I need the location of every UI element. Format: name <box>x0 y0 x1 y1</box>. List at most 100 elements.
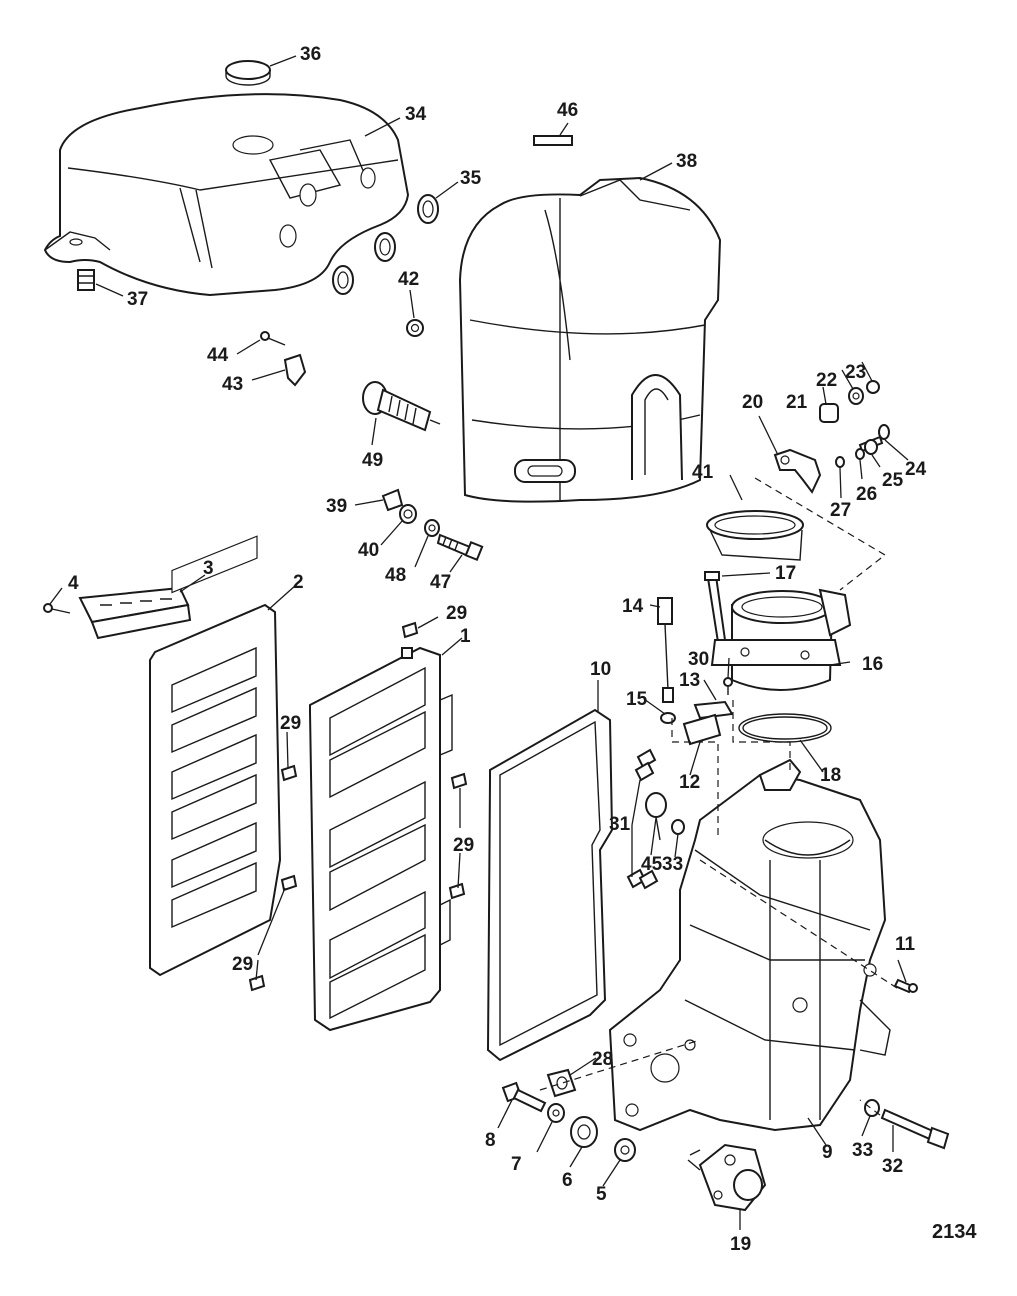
alignment-lines <box>539 477 901 1116</box>
callout-17: 17 <box>775 563 796 584</box>
callout-18: 18 <box>820 765 841 786</box>
part-45-clamp <box>645 792 667 841</box>
callout-1: 1 <box>460 626 471 647</box>
part-30-screw <box>723 677 733 695</box>
part-1-reed-housing <box>309 646 453 1032</box>
part-8-bolt <box>501 1081 547 1113</box>
part-29-fitting-d <box>280 874 298 892</box>
callout-12: 12 <box>679 772 700 793</box>
callout-13: 13 <box>679 670 700 691</box>
callout-47: 47 <box>430 572 451 593</box>
callout-21: 21 <box>786 392 808 413</box>
callout-48: 48 <box>385 565 406 586</box>
callout-39: 39 <box>326 496 347 517</box>
part-49-fitting <box>362 381 441 432</box>
callout-34: 34 <box>405 104 427 125</box>
callout-35: 35 <box>460 168 482 189</box>
part-13-bracket <box>693 700 734 720</box>
part-31-clips <box>626 748 659 890</box>
part-36-plug <box>225 60 271 86</box>
callout-labels: 36 34 46 38 35 42 37 44 43 49 23 22 21 2… <box>68 44 977 1255</box>
part-35-grommets <box>332 194 439 295</box>
part-19-actuator <box>687 1143 767 1212</box>
callout-36: 36 <box>300 44 321 65</box>
callout-29b: 29 <box>280 713 301 734</box>
leader-lines <box>49 55 909 1230</box>
callout-43: 43 <box>222 374 243 395</box>
part-2-gasket <box>149 535 282 977</box>
part-11-screw <box>893 978 918 994</box>
callout-19: 19 <box>730 1234 751 1255</box>
part-29-fitting-a <box>401 621 419 639</box>
part-5-bushing <box>614 1138 636 1162</box>
part-43-clip <box>283 353 307 387</box>
callout-23: 23 <box>845 362 866 383</box>
part-29-fitting-e <box>448 882 466 900</box>
part-33-washer-upper <box>671 819 685 835</box>
part-17-screw <box>704 571 727 644</box>
callout-32: 32 <box>882 1156 903 1177</box>
callout-33b: 33 <box>852 1140 873 1161</box>
callout-33a: 33 <box>662 854 683 875</box>
part-14-sensor <box>657 597 674 703</box>
callout-15: 15 <box>626 689 648 710</box>
callout-31: 31 <box>609 814 631 835</box>
callout-37: 37 <box>127 289 148 310</box>
callout-3: 3 <box>203 558 214 579</box>
part-16-throttle-body <box>710 588 852 691</box>
part-28-clamp <box>546 1068 577 1098</box>
part-29-fitting-b <box>280 764 298 782</box>
part-10-gasket <box>486 708 614 1062</box>
callout-29c: 29 <box>453 835 474 856</box>
callout-28: 28 <box>592 1049 613 1070</box>
part-37-grommet <box>77 269 95 291</box>
part-9-housing <box>608 758 891 1132</box>
part-46-label <box>533 135 573 146</box>
part-15-o-ring <box>660 712 676 724</box>
part-25-bushing <box>864 439 878 455</box>
callout-8: 8 <box>485 1130 496 1151</box>
callout-30: 30 <box>688 649 709 670</box>
callout-45: 45 <box>641 854 663 875</box>
part-20-lever <box>773 448 822 494</box>
callout-4: 4 <box>68 573 79 594</box>
part-33-washer-lower <box>864 1099 880 1117</box>
callout-46: 46 <box>557 100 578 121</box>
callout-2: 2 <box>293 572 304 593</box>
callout-29d: 29 <box>232 954 253 975</box>
callout-6: 6 <box>562 1170 573 1191</box>
callout-26: 26 <box>856 484 877 505</box>
part-12-connector <box>682 713 722 746</box>
part-42-nut <box>406 319 424 337</box>
callout-44: 44 <box>207 345 229 366</box>
part-26-washer <box>855 448 865 460</box>
callout-9: 9 <box>822 1142 833 1163</box>
callout-38: 38 <box>676 151 697 172</box>
part-4-screw <box>43 603 71 614</box>
part-3-reed-block <box>78 586 192 640</box>
figure-number: 2134 <box>932 1221 977 1243</box>
part-18-gasket <box>738 713 832 743</box>
callout-42: 42 <box>398 269 419 290</box>
callout-5: 5 <box>596 1184 607 1205</box>
callout-14: 14 <box>622 596 644 617</box>
part-32-bolt <box>880 1108 950 1150</box>
part-48-washer <box>424 519 440 537</box>
part-7-washer <box>547 1103 565 1123</box>
part-21-spacer <box>819 403 839 423</box>
part-40-grommet <box>399 504 417 524</box>
part-47-bolt <box>436 533 484 562</box>
part-34-silencer-cover <box>43 93 410 297</box>
callout-49: 49 <box>362 450 383 471</box>
part-29-fitting-f <box>248 974 266 992</box>
part-27-washer <box>835 456 845 468</box>
part-38-cover <box>458 176 722 503</box>
callout-41: 41 <box>692 462 714 483</box>
callout-25: 25 <box>882 470 904 491</box>
callout-29a: 29 <box>446 603 467 624</box>
callout-27: 27 <box>830 500 851 521</box>
part-23-nut <box>866 380 880 394</box>
callout-11: 11 <box>895 934 916 955</box>
callout-40: 40 <box>358 540 379 561</box>
